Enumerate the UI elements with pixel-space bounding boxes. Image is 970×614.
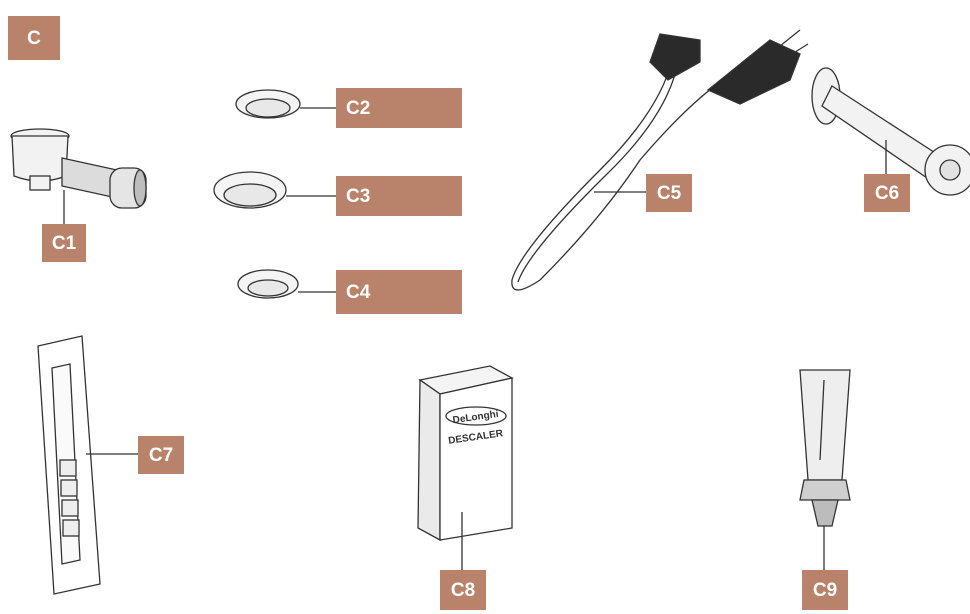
filter-holder-illustration [10, 128, 147, 209]
part-label-c8: C8 [440, 570, 486, 610]
part-label-c2: C2 [336, 88, 462, 128]
descaler-box-illustration [417, 365, 514, 542]
measuring-scoop-illustration [811, 67, 970, 196]
filter-one-cup-illustration [235, 89, 301, 119]
part-label-c5: C5 [646, 174, 692, 212]
part-label-c3: C3 [336, 176, 462, 216]
part-label-c6: C6 [864, 174, 910, 212]
power-cable-illustration [511, 29, 809, 291]
part-label-c4: C4 [336, 270, 462, 314]
part-label-c1: C1 [42, 224, 86, 262]
filter-pod-illustration [237, 269, 299, 299]
water-hardness-strip-illustration [37, 335, 101, 595]
water-filter-illustration [799, 369, 851, 527]
section-label: C [8, 16, 60, 60]
filter-two-cup-illustration [213, 171, 287, 209]
part-label-c7: C7 [138, 436, 184, 474]
part-label-c9: C9 [802, 570, 848, 610]
